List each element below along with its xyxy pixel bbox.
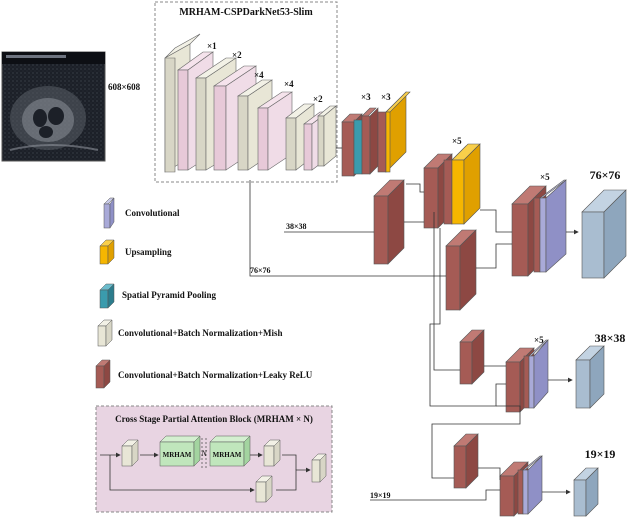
- legend-item-upsampling: Upsampling: [99, 239, 172, 265]
- mrham-repeat-n: N: [200, 449, 207, 458]
- neck-stage-3: [505, 339, 549, 413]
- output-block-76: [581, 189, 627, 279]
- route-block-38: [373, 179, 405, 265]
- csp-block-title: Cross Stage Partial Attention Block (MRH…: [115, 414, 313, 424]
- route-block-19: [453, 433, 479, 489]
- stage-mult-1: ×1: [207, 41, 217, 51]
- route-label-19: 19×19: [370, 491, 391, 500]
- path-mult-2: ×5: [540, 172, 550, 182]
- legend-label-cbm: Convolutional+Batch Normalization+Mish: [118, 328, 283, 338]
- input-image: [1, 51, 106, 162]
- output-block-38: [575, 345, 605, 409]
- route-label-76: 76×76: [250, 266, 271, 275]
- neck-stage-4: [499, 455, 543, 517]
- legend-label-cbl: Convolutional+Batch Normalization+Leaky …: [118, 370, 313, 380]
- stage-mult-4: ×4: [284, 79, 294, 89]
- neck-stage-2: [511, 179, 567, 277]
- legend: Convolutional Upsampling Spatial Pyramid…: [95, 197, 313, 389]
- mrham-label-1: MRHAM: [163, 451, 192, 459]
- stage-mult-5: ×2: [313, 94, 323, 104]
- path-mult-1: ×5: [452, 136, 462, 146]
- stage-mult-3: ×4: [254, 70, 264, 80]
- csp-attention-block: Cross Stage Partial Attention Block (MRH…: [95, 405, 333, 513]
- path-mult-3: ×5: [534, 335, 544, 345]
- spp-group: [341, 91, 411, 177]
- legend-label-upsampling: Upsampling: [125, 247, 172, 257]
- legend-label-spp: Spatial Pyramid Pooling: [122, 290, 217, 300]
- route-block-38b: [459, 329, 485, 385]
- stage-mult-2: ×2: [232, 50, 242, 60]
- backbone-blocks: [164, 33, 337, 173]
- legend-item-spp: Spatial Pyramid Pooling: [99, 283, 217, 309]
- backbone-title: MRHAM-CSPDarkNet53-Slim: [179, 7, 313, 18]
- spp-mult-2: ×3: [381, 92, 391, 102]
- output-label-19: 19×19: [585, 447, 616, 461]
- output-label-38: 38×38: [595, 331, 626, 345]
- output-label-76: 76×76: [590, 168, 621, 182]
- legend-item-cbm: Convolutional+Batch Normalization+Mish: [97, 319, 283, 347]
- connection-lines: [249, 147, 579, 501]
- backbone-frame: [154, 1, 338, 183]
- route-block-76: [445, 229, 477, 311]
- output-block-19: [573, 467, 599, 517]
- neck-stage-1: [423, 143, 481, 229]
- input-size-label: 608×608: [108, 82, 141, 92]
- mrham-label-2: MRHAM: [213, 451, 242, 459]
- legend-label-convolutional: Convolutional: [125, 208, 180, 218]
- spp-mult-1: ×3: [361, 92, 371, 102]
- legend-item-cbl: Convolutional+Batch Normalization+Leaky …: [95, 359, 313, 389]
- route-label-38: 38×38: [286, 222, 307, 231]
- legend-item-convolutional: Convolutional: [103, 197, 180, 229]
